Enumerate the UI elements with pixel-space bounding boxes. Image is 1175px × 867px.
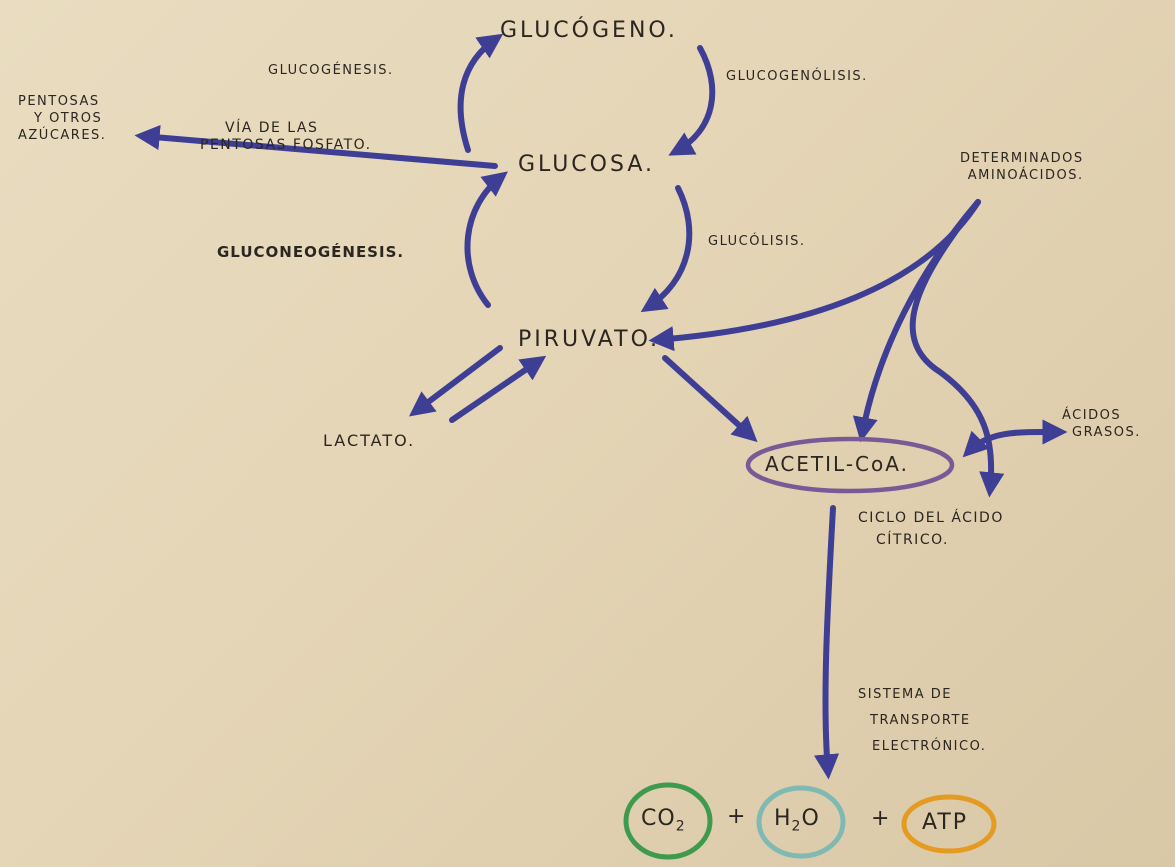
arrow-glucogenesis [457, 33, 504, 153]
arrow-acetyl-coa-fatty-acids [962, 419, 1068, 458]
aminoacidos-label: DETERMINADOS AMINOÁCIDOS. [960, 151, 1084, 183]
arrow-acetyl-coa-to-products [813, 505, 840, 780]
arrow-glycolysis [640, 185, 693, 313]
sistema-transporte-label: SISTEMA DE TRANSPORTE ELECTRÓNICO. [858, 687, 987, 754]
co2-ring [623, 782, 713, 860]
glucogenesis-label: GLUCOGÉNESIS. [268, 63, 394, 78]
arrow-pyruvate-to-lactate [408, 345, 503, 417]
arrow-aminoacids-to-acetyl-coa [852, 199, 981, 443]
piruvato-node: PIRUVATO. [518, 327, 660, 352]
lactato-node: LACTATO. [323, 431, 416, 450]
co2-product: CO2 [641, 806, 686, 835]
arrow-lactate-to-pyruvate [449, 355, 547, 423]
plus-sign-2: + [871, 806, 893, 831]
h2o-product: H2O [774, 806, 820, 835]
plus-sign-1: + [727, 804, 749, 829]
arrow-pyruvate-to-acetyl-coa [662, 355, 758, 443]
glucosa-node: GLUCOSA. [518, 152, 656, 177]
ciclo-acido-citrico-label: CICLO DEL ÁCIDO CÍTRICO. [858, 510, 1004, 548]
pentosas-label: PENTOSAS Y OTROS AZÚCARES. [18, 94, 107, 143]
gluconeogenesis-label: GLUCONEOGÉNESIS. [217, 243, 405, 261]
glucogeno-node: GLUCÓGENO. [500, 18, 678, 43]
h2o-ring [756, 785, 846, 859]
atp-product: ATP [922, 810, 969, 835]
arrow-pentose-pathway [134, 124, 498, 169]
acetil-coa-node: ACETIL-CoA. [765, 452, 909, 476]
acidos-grasos-label: ÁCIDOS GRASOS. [1062, 408, 1141, 440]
arrow-glucogenolisis [668, 45, 716, 156]
arrow-gluconeogenesis [464, 171, 508, 308]
via-pentosas-label: VÍA DE LAS PENTOSAS FOSFATO. [200, 120, 372, 153]
acetil-coa-ring [745, 436, 955, 494]
glucogenolisis-label: GLUCOGENÓLISIS. [726, 69, 868, 84]
atp-ring [901, 794, 997, 854]
glucolisis-label: GLUCÓLISIS. [708, 234, 806, 249]
